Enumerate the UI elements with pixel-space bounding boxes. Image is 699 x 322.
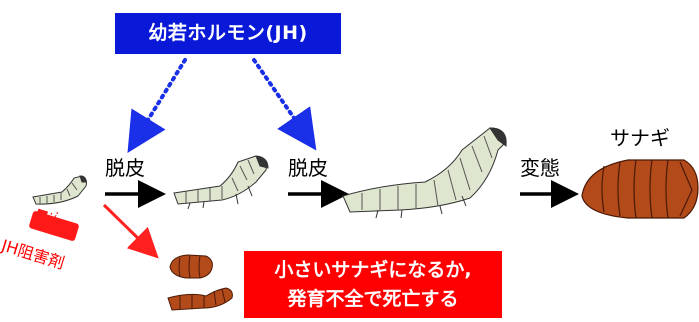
stunted-larva (168, 288, 232, 310)
result-box: 小さいサナギになるか, 発育不全で死亡する (244, 251, 502, 318)
spray-can-icon (28, 209, 79, 242)
larva-stage-1 (33, 176, 87, 204)
inhibitor-arrow (104, 205, 148, 248)
small-pupa (170, 255, 212, 278)
hormone-arrow-left (138, 60, 185, 136)
molt-label-2: 脱皮 (288, 152, 328, 181)
larva-stage-2 (174, 156, 268, 209)
hormone-arrow-right (254, 60, 305, 134)
metamorphosis-label: 変態 (520, 152, 560, 181)
pupa (582, 160, 698, 218)
pupa-label: サナギ (610, 122, 670, 151)
result-line-1: 小さいサナギになるか, (244, 256, 502, 285)
result-line-2: 発育不全で死亡する (244, 285, 502, 314)
juvenile-hormone-label: 幼若ホルモン(JH) (115, 13, 341, 54)
larva-stage-3 (343, 128, 506, 218)
molt-label-1: 脱皮 (105, 152, 145, 181)
